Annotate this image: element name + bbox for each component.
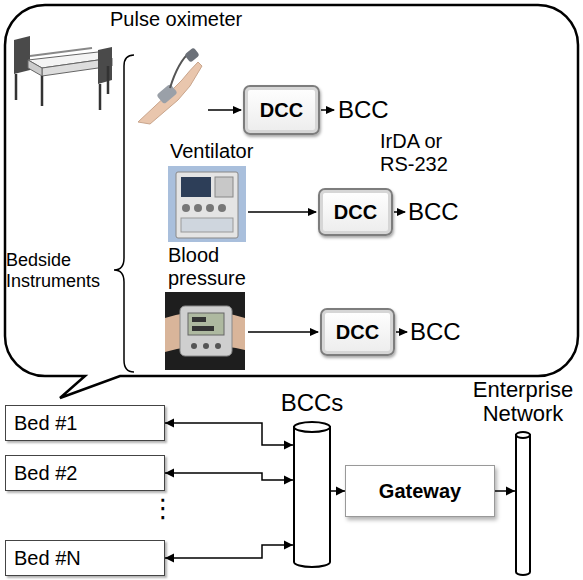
box-label: DCC bbox=[260, 99, 303, 122]
illustration-part bbox=[30, 48, 92, 56]
illustration-part bbox=[182, 204, 190, 212]
instrument-brace bbox=[114, 55, 134, 372]
dcc-box: DCC bbox=[320, 308, 395, 356]
illustration-part bbox=[191, 343, 197, 349]
connector bbox=[495, 487, 515, 496]
arrowhead bbox=[506, 487, 515, 496]
connector-line bbox=[165, 473, 293, 480]
illustration-part bbox=[181, 177, 211, 197]
connector bbox=[165, 541, 293, 563]
arrowhead bbox=[284, 476, 293, 485]
illustration-part bbox=[321, 109, 334, 111]
ventilator-picture bbox=[168, 166, 246, 242]
bed-box: Bed #2 bbox=[5, 455, 165, 491]
cylinder-heading: Enterprise Network bbox=[469, 378, 577, 426]
illustration-part bbox=[28, 60, 42, 76]
pulse-oximeter-picture bbox=[135, 40, 205, 125]
connector bbox=[331, 487, 345, 496]
database-cylinder: Enterprise Network bbox=[515, 432, 531, 575]
arrowhead bbox=[284, 441, 293, 450]
cylinder-body bbox=[516, 435, 530, 575]
illustration-part bbox=[181, 218, 233, 232]
cylinder-outline bbox=[515, 432, 531, 575]
illustration-part bbox=[168, 166, 246, 242]
illustration-part bbox=[248, 211, 316, 213]
group-label: Bedside Instruments bbox=[6, 250, 114, 291]
cylinder-label: BCCs bbox=[267, 390, 357, 416]
illustration-part bbox=[156, 84, 178, 105]
instrument-name: Ventilator bbox=[170, 140, 253, 163]
callout-bubble bbox=[5, 5, 578, 398]
database-cylinder: BCCs bbox=[293, 422, 331, 567]
illustration-part bbox=[165, 292, 245, 370]
cylinder-top bbox=[516, 432, 530, 438]
illustration-part bbox=[180, 306, 232, 356]
cylinder-body bbox=[294, 427, 330, 567]
illustration-part bbox=[394, 211, 405, 213]
dcc-box: DCC bbox=[318, 188, 393, 236]
illustration-part bbox=[192, 326, 214, 331]
bcc-label: BCC bbox=[410, 318, 461, 346]
connector-line bbox=[165, 545, 293, 558]
illustration-part bbox=[16, 66, 108, 110]
ellipsis-mark: ⋮ bbox=[150, 494, 176, 524]
arrowhead bbox=[165, 554, 174, 563]
box-label: Bed #2 bbox=[14, 462, 77, 485]
illustration-part bbox=[215, 343, 221, 349]
blood-pressure-picture bbox=[165, 292, 245, 370]
interface-note: IrDA or RS-232 bbox=[380, 130, 480, 176]
illustration-part bbox=[98, 47, 112, 84]
box-label: Bed #1 bbox=[14, 412, 77, 435]
illustration-part bbox=[208, 109, 241, 111]
illustration-part bbox=[215, 177, 233, 197]
cylinder-heading: BCCs bbox=[267, 390, 357, 416]
illustration-part bbox=[396, 331, 407, 333]
illustration-part bbox=[203, 343, 209, 349]
instrument-name: Pulse oximeter bbox=[110, 8, 242, 31]
instrument-name: Blood pressure bbox=[168, 244, 260, 290]
connector-line bbox=[165, 423, 293, 445]
cylinder-outline bbox=[293, 422, 331, 567]
illustration-part bbox=[135, 40, 205, 125]
illustration-part bbox=[165, 312, 245, 353]
box-label: DCC bbox=[334, 201, 377, 224]
bed-box: Bed #1 bbox=[5, 405, 165, 441]
box-label: Bed #N bbox=[14, 547, 81, 570]
illustration-part bbox=[206, 204, 214, 212]
illustration-part bbox=[138, 62, 202, 124]
illustration-part bbox=[176, 172, 238, 238]
illustration-part bbox=[248, 331, 318, 333]
box-label: Gateway bbox=[379, 480, 461, 503]
illustration-part bbox=[218, 204, 226, 212]
illustration-part bbox=[194, 204, 202, 212]
arrowhead bbox=[165, 419, 174, 428]
dcc-box: DCC bbox=[243, 85, 320, 135]
arrowhead bbox=[165, 469, 174, 478]
illustration-part bbox=[184, 47, 200, 62]
cylinder-label: Enterprise Network bbox=[469, 378, 577, 426]
connector bbox=[165, 419, 293, 450]
box-label: DCC bbox=[336, 321, 379, 344]
arrowhead bbox=[336, 487, 345, 496]
connector bbox=[165, 469, 293, 485]
bcc-label: BCC bbox=[338, 96, 389, 124]
gateway-box: Gateway bbox=[345, 465, 495, 517]
arrowhead bbox=[284, 541, 293, 550]
bed-box: Bed #N bbox=[5, 540, 165, 576]
illustration-part bbox=[192, 317, 206, 322]
bcc-label: BCC bbox=[408, 198, 459, 226]
illustration-part bbox=[188, 313, 224, 335]
bed-illustration bbox=[14, 36, 112, 110]
cylinder-top bbox=[294, 422, 330, 432]
